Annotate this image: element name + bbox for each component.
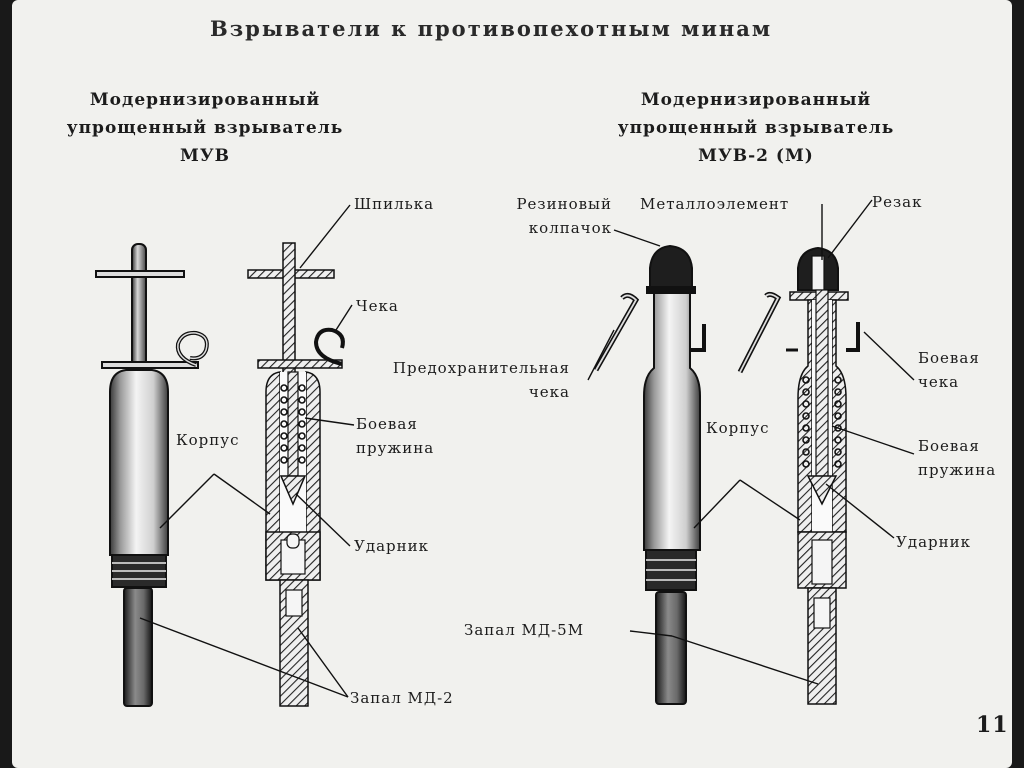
muv2-striker <box>806 475 838 506</box>
label-metal-element: Металлоэлемент <box>640 195 790 213</box>
muv2-heading-line-1: Модернизированный <box>640 90 872 110</box>
muv-exterior <box>95 243 209 707</box>
label-safety-pin-line-1: Предохранительная <box>392 359 570 377</box>
muv-heading-line-3: МУВ <box>180 146 230 166</box>
muv-section-stem <box>282 242 296 376</box>
label-muv-striker: Ударник <box>354 537 429 555</box>
muv2-heading-line-2: упрощенный взрыватель <box>617 118 895 138</box>
label-cutter: Резак <box>872 193 923 211</box>
muv-heading-line-2: упрощенный взрыватель <box>66 118 344 138</box>
label-combat-pin: Боевая чека <box>918 346 980 394</box>
label-muv2-fuze: Запал МД-5М <box>464 621 585 639</box>
label-cotter: Чека <box>356 297 399 315</box>
label-muv-spring-line-1: Боевая <box>356 415 418 433</box>
label-muv2-striker: Ударник <box>896 533 971 551</box>
muv2-spring <box>802 376 842 468</box>
label-safety-pin: Предохранительная чека <box>358 356 570 404</box>
muv-body <box>109 369 169 556</box>
label-muv2-spring-line-2: пружина <box>918 461 997 479</box>
label-muv-spring-line-2: пружина <box>356 439 435 457</box>
muv2-fuze-tube <box>655 591 687 705</box>
label-muv2-spring: Боевая пружина <box>918 434 996 482</box>
leader-lines <box>139 199 915 698</box>
label-muv-spring: Боевая пружина <box>356 412 434 460</box>
label-safety-pin-line-2: чека <box>528 383 570 401</box>
slide-title: Взрыватели к противопехотным минам <box>210 16 773 41</box>
muv-pin <box>95 270 185 278</box>
label-rubber-cap-line-1: Резиновый <box>516 195 612 213</box>
muv2-body <box>643 291 701 551</box>
muv2-heading: Модернизированный упрощенный взрыватель … <box>596 86 916 170</box>
label-muv-body: Корпус <box>176 431 240 449</box>
muv-cross-section <box>247 242 345 707</box>
muv-striker <box>279 475 307 506</box>
muv2-cross-section <box>737 246 860 705</box>
muv-stem <box>131 243 147 371</box>
label-pin: Шпилька <box>354 195 435 213</box>
muv-heading-line-1: Модернизированный <box>89 90 321 110</box>
muv-heading: Модернизированный упрощенный взрыватель … <box>50 86 360 170</box>
label-rubber-cap: Резиновый колпачок <box>478 192 612 240</box>
page-number: 11 <box>976 712 1009 738</box>
muv-fuze-tube <box>123 587 153 707</box>
muv2-heading-line-3: МУВ-2 (М) <box>698 146 814 166</box>
muv-spring <box>280 384 306 464</box>
muv2-exterior <box>593 244 706 705</box>
muv2-rubber-cap <box>649 244 693 291</box>
label-combat-pin-line-2: чека <box>918 373 960 391</box>
label-rubber-cap-line-2: колпачок <box>528 219 612 237</box>
label-muv2-spring-line-1: Боевая <box>918 437 980 455</box>
muv-cotter-bar <box>101 361 199 369</box>
label-combat-pin-line-1: Боевая <box>918 349 980 367</box>
label-muv2-body: Корпус <box>706 419 770 437</box>
label-muv-fuze: Запал МД-2 <box>350 689 454 707</box>
